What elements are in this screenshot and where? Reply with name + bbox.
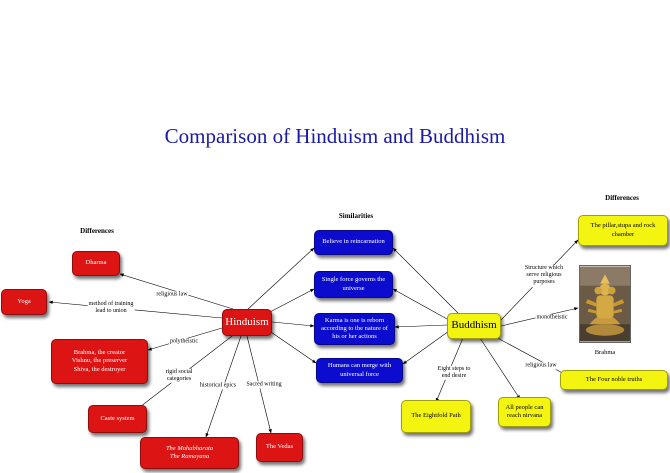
buddhism-node[interactable]: Buddhism	[447, 313, 501, 339]
hinduism-epics[interactable]: The Mahabharata The Ramayana	[140, 437, 239, 469]
hinduism-caste-system[interactable]: Caste system	[88, 405, 147, 433]
header-left-differences: Differences	[80, 227, 114, 235]
hinduism-node[interactable]: Hinduism	[222, 309, 272, 336]
link-hinduism-single-force	[267, 288, 315, 314]
buddhism-eightfold-path[interactable]: The Eightfold Path	[401, 400, 471, 433]
similarity-reincarnation[interactable]: Believe in reincarnation	[314, 230, 393, 255]
hinduism-gods[interactable]: Brahma, the creator Vishnu, the preserve…	[51, 339, 148, 384]
header-similarities: Similarities	[338, 212, 374, 220]
link-buddhism-humans	[402, 330, 450, 365]
similarity-karma[interactable]: Karma is one is reborn according to the …	[314, 313, 395, 345]
page-title: Comparison of Hinduism and Buddhism	[164, 124, 506, 148]
brahma-statue-image	[579, 265, 631, 343]
hinduism-yoga[interactable]: Yoga	[1, 289, 47, 315]
hinduism-dharma[interactable]: Dharma	[72, 251, 120, 276]
buddhism-pillar-stupa[interactable]: The pillar,stupa and rock chamber	[578, 215, 668, 246]
label-monotheistic: monotheistic	[535, 314, 569, 322]
link-buddhism-reincarnation	[392, 247, 461, 316]
label-method-of-training: method of training lead to union	[87, 300, 135, 316]
hinduism-vedas[interactable]: The Vedas	[256, 433, 303, 462]
link-nirvana	[479, 337, 521, 400]
buddhism-label: Buddhism	[451, 319, 497, 332]
buddhism-nirvana[interactable]: All people can reach nirvana	[498, 397, 551, 427]
label-structures: Structure which serve religious purposes	[523, 265, 565, 287]
label-religious-law: religious law	[155, 291, 189, 299]
link-buddhism-karma	[394, 324, 448, 329]
buddhism-four-noble-truths[interactable]: The Four noble truths	[560, 370, 668, 390]
link-hinduism-reincarnation	[247, 247, 315, 310]
link-buddhism-single-force	[392, 288, 448, 320]
label-polytheistic: polytheistic	[169, 338, 199, 346]
link-hinduism-karma	[271, 321, 315, 328]
label-sacred-writing: Sacred writing	[245, 381, 283, 389]
link-truths	[491, 334, 569, 377]
link-hinduism-humans	[267, 329, 317, 364]
brahma-caption: Brahma	[594, 349, 616, 356]
hinduism-label: Hinduism	[225, 315, 269, 328]
similarity-humans-merge[interactable]: Humans can merge with universal force	[316, 358, 403, 383]
label-historical-epics: historical epics	[198, 382, 238, 390]
label-eight-steps: Eight steps to end desire	[436, 365, 472, 381]
similarity-single-force[interactable]: Single force governs the universe	[314, 271, 393, 298]
label-rigid-social-categories: rigid social categories	[164, 368, 194, 384]
label-religious-law-buddhism: religious law	[524, 362, 558, 370]
header-right-differences: Differences	[605, 194, 639, 202]
link-yoga	[48, 300, 223, 319]
